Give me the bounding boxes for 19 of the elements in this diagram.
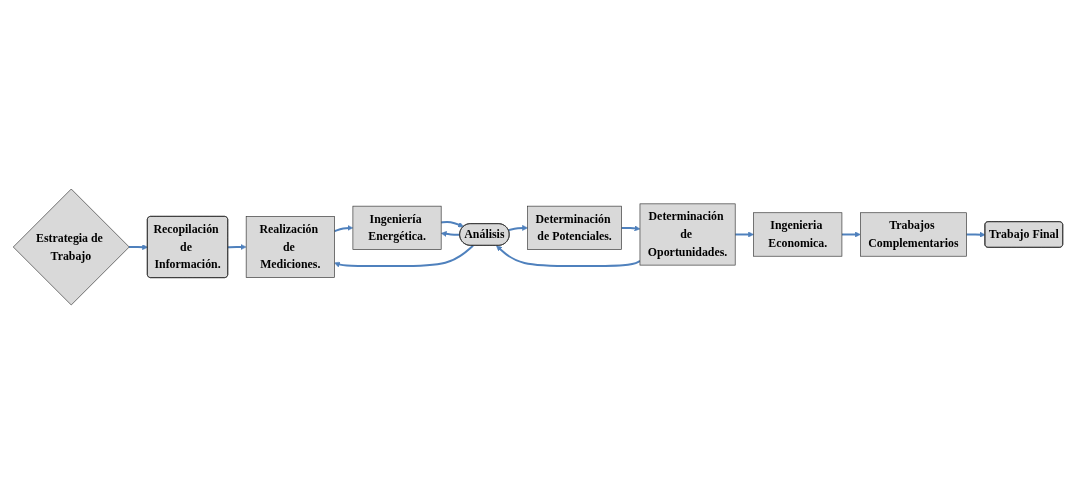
node-box: Ingeniería Energética.: [352, 205, 441, 250]
arrow: [332, 225, 353, 233]
arrow: [733, 231, 754, 238]
arrow: [226, 244, 246, 250]
arrow: [495, 245, 641, 268]
arrow: [439, 220, 464, 228]
node-diamond: Estrategia de Trabajo: [12, 188, 130, 306]
arrow: [440, 231, 461, 237]
node-box: Ingenieria Economica.: [752, 212, 842, 257]
arrow: [620, 225, 640, 232]
arrow: [840, 231, 861, 238]
node-box: Realización de Mediciones.: [245, 216, 335, 278]
arrow: [127, 244, 148, 251]
arrow: [507, 225, 528, 232]
node-box: Determinación de Potenciales.: [526, 205, 622, 250]
node-box: Trabajos Complementarios: [859, 212, 967, 257]
node-box: Determinación de Oportunidades.: [639, 203, 736, 266]
arrow: [333, 244, 474, 268]
arrow: [964, 231, 985, 238]
